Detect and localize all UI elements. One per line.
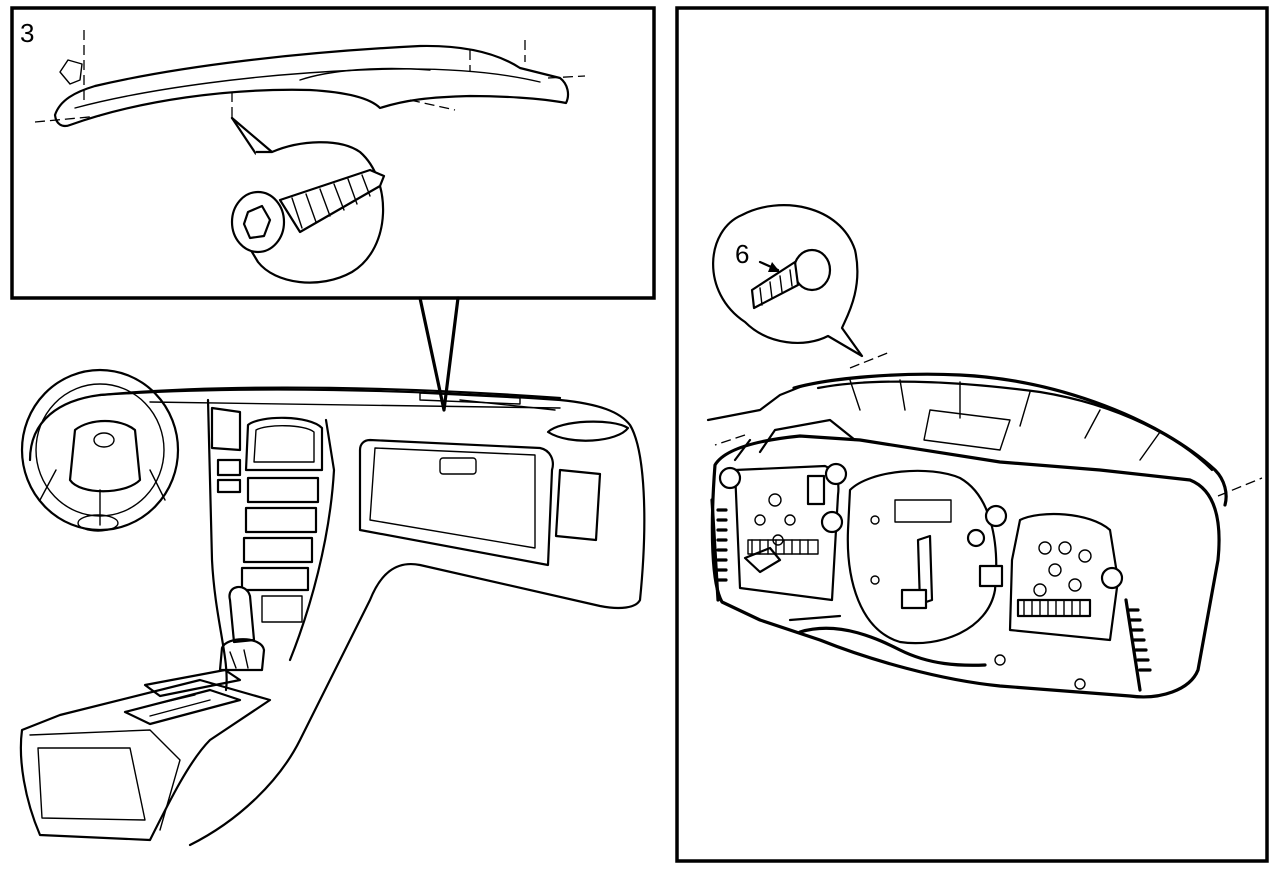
step-label-3: 3 xyxy=(20,18,34,48)
right-frame xyxy=(675,6,1269,863)
screw-detail-circle-6: 6 xyxy=(712,204,891,369)
gear-lever xyxy=(218,586,266,672)
dashboard-top-trim xyxy=(34,30,586,128)
right-vent xyxy=(554,468,602,542)
screw-head xyxy=(230,190,286,254)
center-stack xyxy=(206,398,336,692)
glovebox xyxy=(358,438,554,567)
instrument-cluster xyxy=(706,372,1263,699)
instrument-panel-view: 6 xyxy=(675,6,1269,863)
screw-6-head xyxy=(792,248,832,292)
callout-leader-3 xyxy=(418,296,460,412)
pointer-line-3 xyxy=(230,116,274,154)
dashboard-illustration xyxy=(19,368,646,847)
inset-panel-3: 3 xyxy=(10,6,656,412)
step-label-6: 6 xyxy=(735,239,749,269)
speaker-grille xyxy=(546,420,630,442)
screw-detail-circle xyxy=(230,141,386,284)
steering-wheel xyxy=(20,368,180,532)
hex-socket-icon xyxy=(242,204,272,240)
glovebox-handle xyxy=(439,457,477,475)
center-console xyxy=(19,668,272,842)
